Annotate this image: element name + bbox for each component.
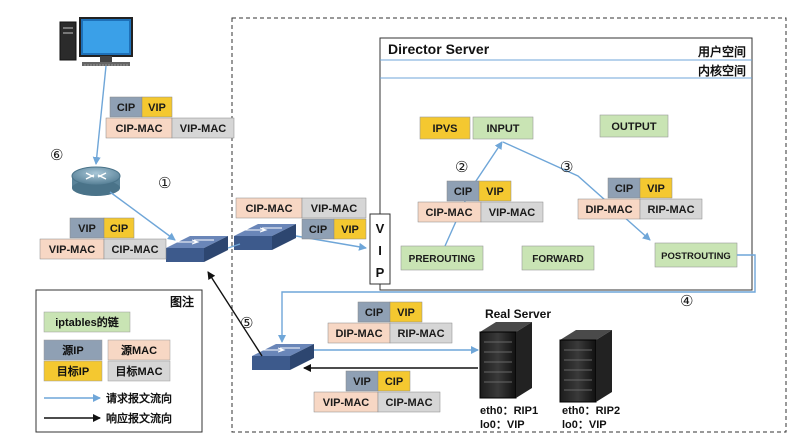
chain-input-label: INPUT: [487, 123, 520, 135]
server-1-icon: [479, 322, 532, 399]
arrow-client-to-router: [92, 65, 107, 165]
packet-reply: VIP CIP VIP-MAC CIP-MAC: [313, 370, 441, 413]
legend: 图注 iptables的链 源IP 源MAC 目标IP 目标MAC 请求报文流向…: [35, 289, 203, 433]
packet-step3-dst-ip: VIP: [647, 183, 665, 195]
packet-top: CIP VIP CIP-MAC VIP-MAC: [105, 96, 235, 139]
legend-dst-ip-swatch: [43, 360, 103, 382]
chain-output-label: OUTPUT: [611, 121, 657, 133]
kernel-space-label: 内核空间: [698, 63, 746, 78]
packet-top-dst-ip: VIP: [148, 102, 166, 114]
real-server-title: Real Server: [485, 307, 551, 321]
step-1: ①: [158, 175, 171, 192]
vip-port-i: I: [378, 243, 382, 258]
legend-chain-label: iptables的链: [55, 315, 120, 329]
packet-top-src-mac: CIP-MAC: [115, 123, 162, 135]
packet-step2: CIP VIP CIP-MAC VIP-MAC: [417, 180, 544, 223]
packet-step3-dst-mac: RIP-MAC: [647, 204, 694, 216]
chain-ipvs: IPVS: [419, 116, 471, 140]
switch-bottom-icon: [252, 344, 314, 370]
packet-left-src-ip: VIP: [78, 223, 96, 235]
packet-step3-src-ip: CIP: [615, 183, 633, 195]
chain-ipvs-label: IPVS: [432, 123, 457, 135]
legend-src-ip-label: 源IP: [62, 343, 83, 357]
chain-prerouting-label: PREROUTING: [409, 254, 476, 265]
packet-top-dst-mac: VIP-MAC: [180, 123, 227, 135]
packet-left-dst-mac: CIP-MAC: [111, 244, 158, 256]
packet-reply-src-mac: VIP-MAC: [323, 397, 370, 409]
server-2-icon: [559, 330, 612, 403]
director-title: Director Server: [388, 41, 490, 57]
legend-src-mac-swatch: [107, 339, 171, 361]
server-2-eth0: eth0：RIP2: [562, 405, 620, 417]
packet-step2-src-mac: CIP-MAC: [425, 207, 472, 219]
legend-dst-ip-label: 目标IP: [57, 364, 89, 378]
packet-mid-src-mac: CIP-MAC: [245, 203, 292, 215]
packet-top-src-ip: CIP: [117, 102, 135, 114]
step-6: ⑥: [50, 147, 63, 164]
router-icon: [71, 166, 121, 196]
packet-to-real-dst-ip: VIP: [397, 307, 415, 319]
switch-middle-icon: [234, 224, 296, 250]
switch-left-icon: [166, 236, 228, 262]
chain-forward-label: FORWARD: [532, 254, 583, 265]
packet-step3: CIP VIP DIP-MAC RIP-MAC: [577, 177, 703, 220]
vip-port: [369, 213, 391, 285]
packet-mid-dst-ip: VIP: [341, 224, 359, 236]
packet-left: VIP CIP VIP-MAC CIP-MAC: [39, 217, 167, 260]
step-3: ③: [560, 159, 573, 176]
user-space-label: 用户空间: [697, 44, 746, 59]
packet-reply-dst-mac: CIP-MAC: [385, 397, 432, 409]
chain-postrouting: POSTROUTING: [654, 242, 738, 268]
legend-dst-mac-swatch: [107, 360, 171, 382]
packet-to-real-src-mac: DIP-MAC: [335, 328, 382, 340]
packet-step3-src-mac: DIP-MAC: [585, 204, 632, 216]
packet-step2-dst-mac: VIP-MAC: [489, 207, 536, 219]
step-2: ②: [455, 159, 468, 176]
chain-forward: FORWARD: [521, 245, 595, 271]
server-1-lo0: lo0：VIP: [480, 419, 525, 431]
chain-output: OUTPUT: [599, 114, 669, 138]
packet-to-real-dst-mac: RIP-MAC: [397, 328, 444, 340]
vip-port-p: P: [376, 265, 385, 280]
packet-to-real: CIP VIP DIP-MAC RIP-MAC: [327, 301, 453, 344]
legend-src-mac-label: 源MAC: [121, 343, 157, 357]
packet-left-src-mac: VIP-MAC: [49, 244, 96, 256]
vip-port-v: V: [376, 221, 385, 236]
packet-step2-src-ip: CIP: [454, 186, 472, 198]
packet-step2-dst-ip: VIP: [486, 186, 504, 198]
chain-postrouting-label: POSTROUTING: [661, 251, 731, 262]
legend-title: 图注: [170, 294, 194, 309]
arrow-router-to-switch: [109, 191, 176, 241]
packet-mid-src-ip: CIP: [309, 224, 327, 236]
legend-chain-swatch: [43, 311, 131, 333]
arrow-postrouting-out: [278, 254, 756, 343]
server-2-lo0: lo0：VIP: [562, 419, 607, 431]
client-computer-icon: [59, 17, 133, 66]
director-dashed-boundary: [231, 17, 787, 433]
packet-to-real-src-ip: CIP: [365, 307, 383, 319]
arrow-reply-to-router: [207, 271, 263, 357]
packet-mid: CIP-MAC VIP-MAC CIP VIP: [235, 197, 367, 240]
packet-reply-src-ip: VIP: [353, 376, 371, 388]
packet-mid-dst-mac: VIP-MAC: [311, 203, 358, 215]
chain-input: INPUT: [472, 116, 534, 140]
packet-reply-dst-ip: CIP: [385, 376, 403, 388]
legend-response-label: 响应报文流向: [106, 411, 172, 425]
legend-request-label: 请求报文流向: [106, 391, 172, 405]
step-4: ④: [680, 293, 693, 310]
legend-dst-mac-label: 目标MAC: [115, 364, 162, 378]
server-1-eth0: eth0：RIP1: [480, 405, 538, 417]
packet-left-dst-ip: CIP: [110, 223, 128, 235]
legend-src-ip-swatch: [43, 339, 103, 361]
chain-prerouting: PREROUTING: [400, 245, 484, 271]
step-5: ⑤: [240, 315, 253, 332]
arrow-switch-to-switch: [227, 243, 241, 249]
